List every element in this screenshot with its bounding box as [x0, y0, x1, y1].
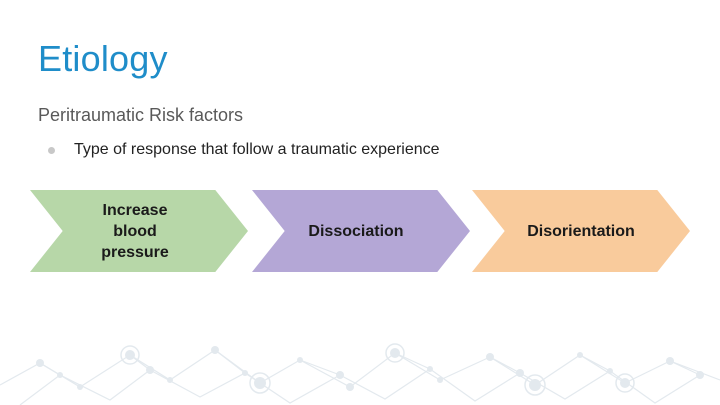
bullet-item: Type of response that follow a traumatic… — [48, 141, 440, 159]
bullet-text: Type of response that follow a traumatic… — [74, 141, 440, 158]
process-step-label: Disorientation — [527, 222, 635, 240]
network-decoration-icon — [0, 343, 720, 405]
process-step-3: Disorientation — [472, 190, 690, 272]
process-step-2: Dissociation — [252, 190, 470, 272]
bullet-dot-icon — [48, 146, 55, 154]
process-step-label: Increase blood pressure — [101, 201, 169, 261]
process-step-label: Dissociation — [308, 222, 404, 240]
process-step-1: Increase blood pressure — [30, 190, 248, 272]
slide-title: Etiology — [38, 38, 168, 79]
slide-subtitle: Peritraumatic Risk factors — [38, 105, 244, 125]
